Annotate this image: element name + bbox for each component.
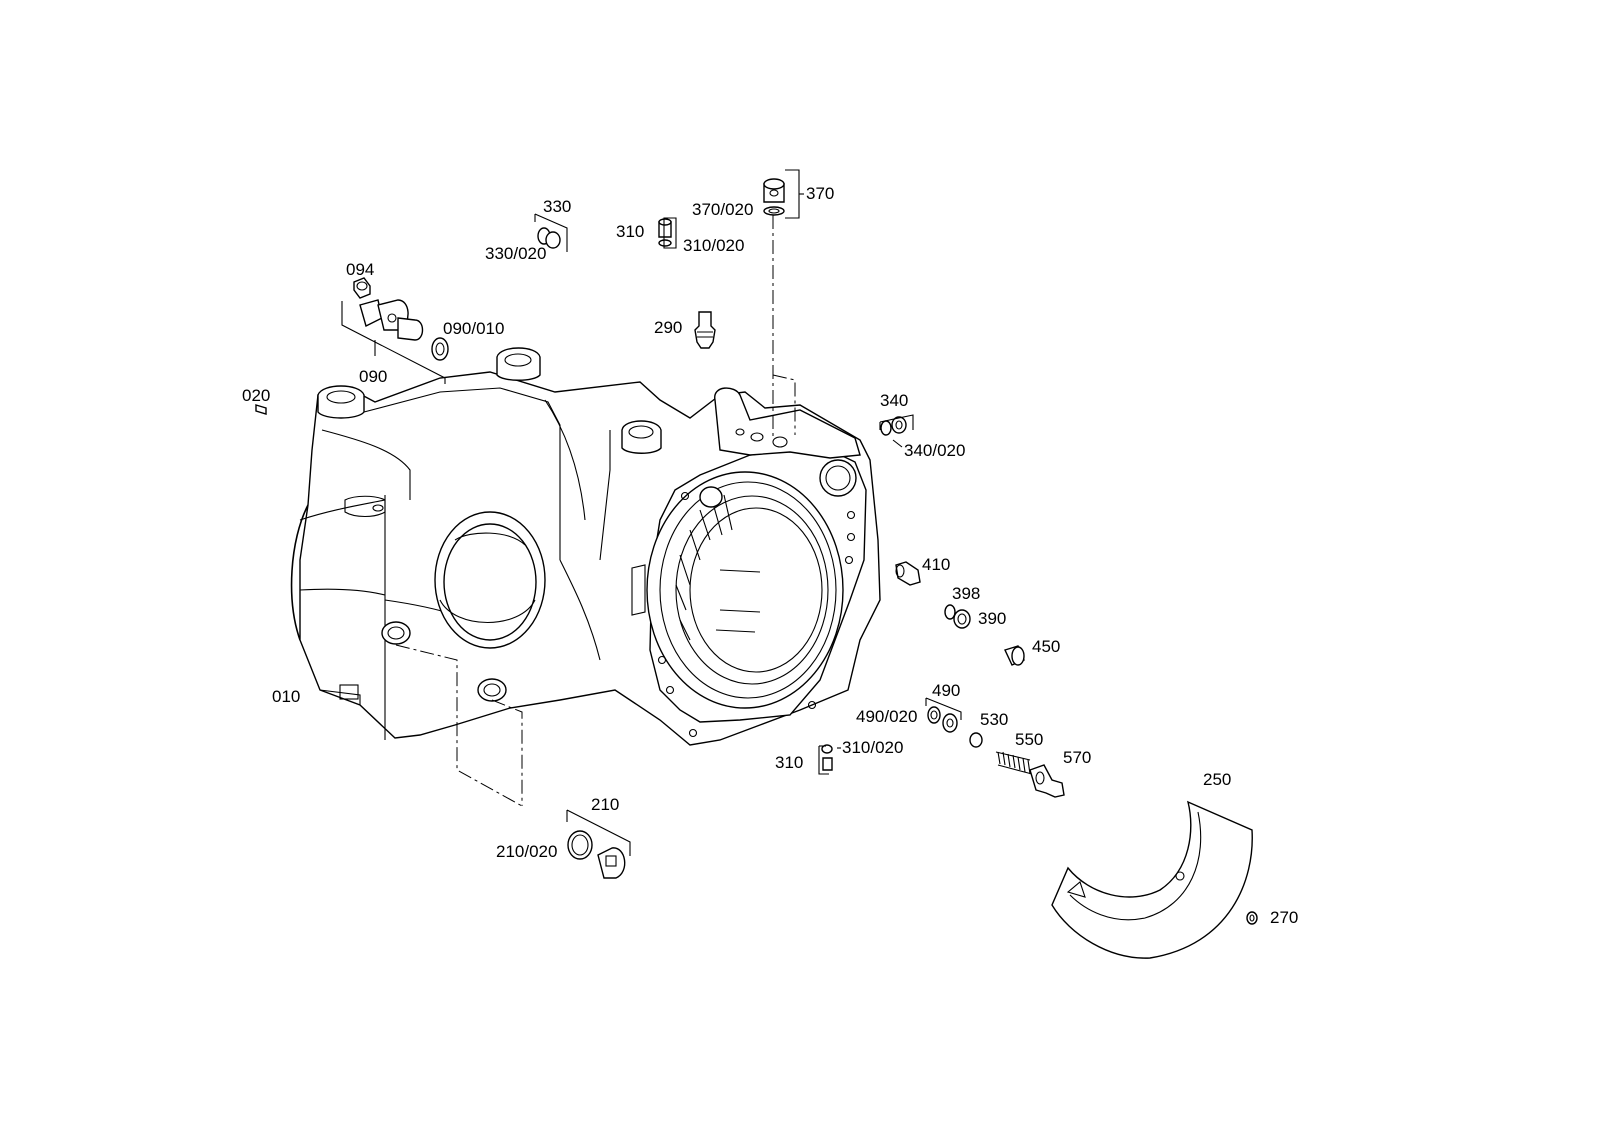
part-210-plug — [597, 847, 626, 879]
label-010: 010 — [272, 687, 300, 706]
center-lines — [395, 215, 796, 807]
label-570: 570 — [1063, 748, 1091, 767]
part-270-bolt — [1246, 911, 1258, 925]
label-340-020: 340/020 — [904, 441, 965, 460]
leader-lines — [341, 169, 962, 856]
part-550-spring — [995, 751, 1033, 775]
label-390: 390 — [978, 609, 1006, 628]
label-490: 490 — [932, 681, 960, 700]
label-330-020: 330/020 — [485, 244, 546, 263]
part-310-top-plug — [658, 218, 672, 247]
label-530: 530 — [980, 710, 1008, 729]
part-250-cover — [1051, 800, 1253, 959]
label-490-020: 490/020 — [856, 707, 917, 726]
part-530-ring — [969, 732, 983, 748]
part-570-plug — [1029, 764, 1065, 798]
part-090-sensor — [359, 299, 424, 341]
label-310-020-bottom: 310/020 — [842, 738, 903, 757]
label-094: 094 — [346, 260, 374, 279]
label-090: 090 — [359, 367, 387, 386]
part-330-plug — [537, 227, 561, 249]
part-094-plug — [353, 277, 371, 299]
part-490-plug — [942, 713, 958, 733]
part-090-010-ring — [431, 337, 449, 361]
part-290-valve — [694, 311, 716, 349]
label-310-020-top: 310/020 — [683, 236, 744, 255]
part-210-020-ring — [567, 830, 593, 860]
label-310-bottom: 310 — [775, 753, 803, 772]
part-labels: 010 020 090 090/010 094 210 210/020 250 … — [242, 184, 1298, 927]
label-340: 340 — [880, 391, 908, 410]
label-250: 250 — [1203, 770, 1231, 789]
label-550: 550 — [1015, 730, 1043, 749]
part-370-plug — [763, 178, 785, 216]
part-020-pin — [255, 404, 267, 415]
label-398: 398 — [952, 584, 980, 603]
label-290: 290 — [654, 318, 682, 337]
label-330: 330 — [543, 197, 571, 216]
part-398-ring — [944, 604, 956, 620]
label-370-020: 370/020 — [692, 200, 753, 219]
label-370: 370 — [806, 184, 834, 203]
label-090-010: 090/010 — [443, 319, 504, 338]
label-210-020: 210/020 — [496, 842, 557, 861]
label-310-top: 310 — [616, 222, 644, 241]
part-390-plug — [953, 609, 971, 629]
part-450-plug — [1004, 645, 1025, 666]
housing-010 — [290, 347, 881, 746]
part-310-bottom-plug — [821, 744, 833, 771]
part-410-fitting — [895, 561, 921, 586]
label-020: 020 — [242, 386, 270, 405]
label-410: 410 — [922, 555, 950, 574]
label-210: 210 — [591, 795, 619, 814]
label-270: 270 — [1270, 908, 1298, 927]
part-340-plug — [880, 416, 907, 436]
part-490-020-ring — [927, 706, 941, 724]
label-450: 450 — [1032, 637, 1060, 656]
